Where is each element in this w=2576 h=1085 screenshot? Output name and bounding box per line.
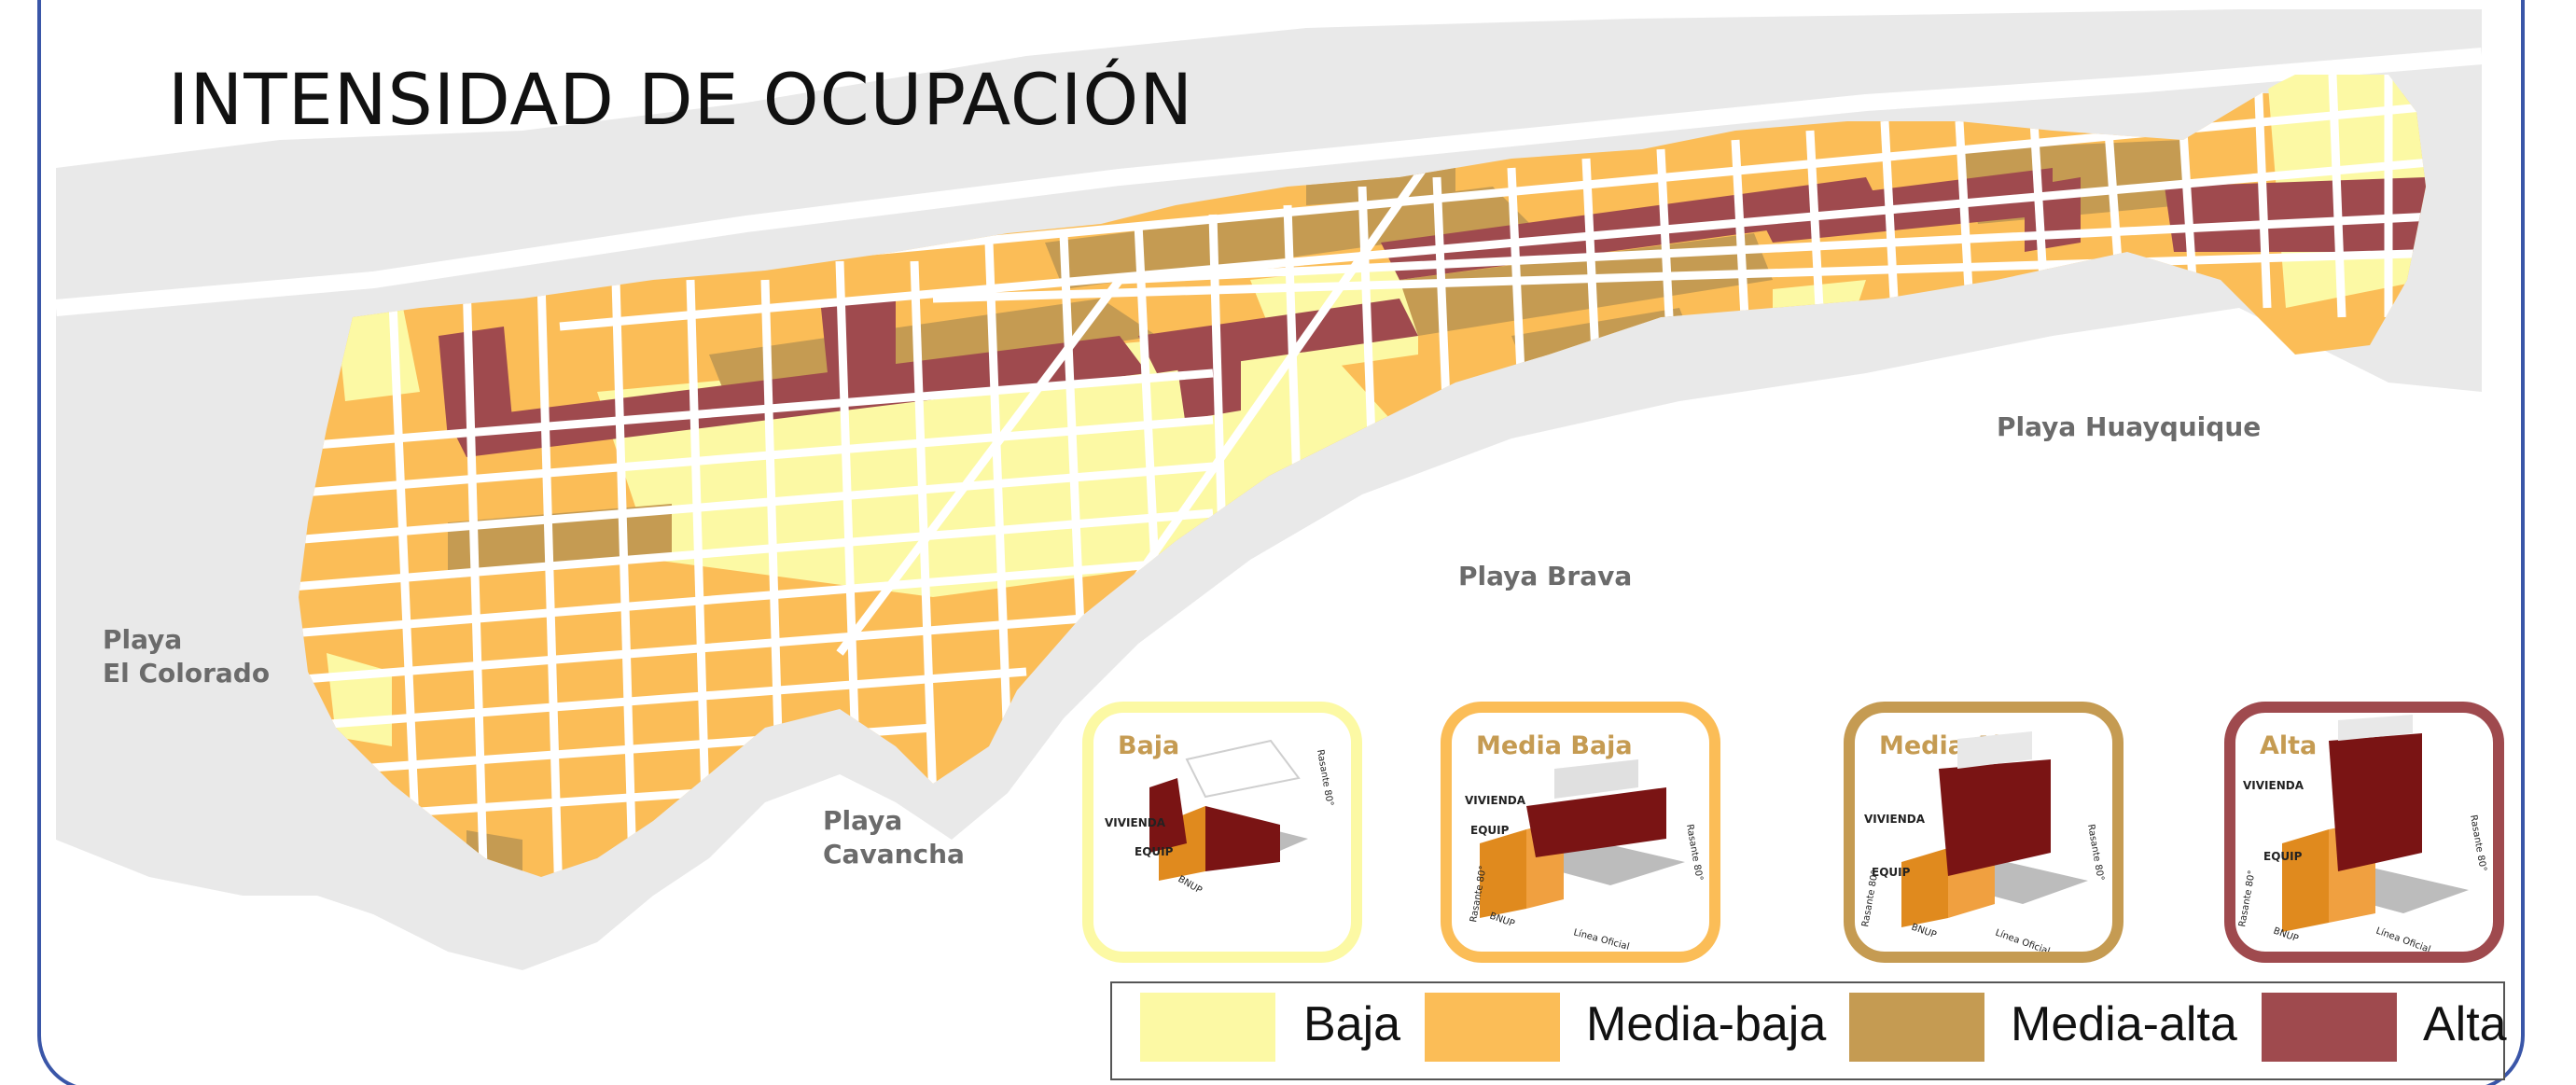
svg-text:VIVIENDA: VIVIENDA [1465,794,1526,807]
place-label-el-colorado: Playa El Colorado [103,624,271,689]
svg-text:Línea Oficial: Línea Oficial [1994,927,2052,952]
legend-swatch-media-alta [1849,993,1984,1062]
typology-card-baja: Baja VIVIENDA EQUIP BNUP Rasante 80° [1082,702,1362,963]
svg-text:BNUP: BNUP [1177,874,1204,896]
svg-text:Línea Oficial: Línea Oficial [1572,926,1631,952]
svg-text:Rasante 80°: Rasante 80° [2085,824,2106,882]
coastal-highway [55,48,2483,316]
legend-swatch-media-baja [1425,993,1560,1062]
svg-text:EQUIP: EQUIP [1135,845,1174,858]
legend-label-alta: Alta [2423,997,2507,1051]
place-label-huayquique: Playa Huayquique [1997,411,2262,442]
svg-text:Rasante 80°: Rasante 80° [2237,869,2258,927]
map-legend: Baja Media-baja Media-alta Alta [1110,981,2507,1080]
place-label-cavancha: Playa Cavancha [823,805,965,869]
building-diagram-baja: VIVIENDA EQUIP BNUP Rasante 80° [1105,739,1335,896]
svg-text:EQUIP: EQUIP [2263,850,2303,863]
legend-label-media-baja: Media-baja [1586,997,1827,1051]
typology-card-alta: Alta VIVIENDA EQUIP Rasante 80° BNUP Lín… [2224,702,2504,963]
typology-card-media-baja: Media Baja VIVIENDA EQUIP Rasante 80° BN… [1441,702,1720,963]
typology-label: Baja [1118,731,1180,760]
map-title: INTENSIDAD DE OCUPACIÓN [168,58,1194,141]
svg-text:Rasante 80°: Rasante 80° [1860,869,1881,927]
svg-text:Rasante 80°: Rasante 80° [1315,749,1335,807]
svg-text:BNUP: BNUP [1910,922,1938,940]
svg-text:Rasante 80°: Rasante 80° [2468,814,2488,872]
building-diagram-media-baja: VIVIENDA EQUIP Rasante 80° BNUP Línea Of… [1465,759,1705,952]
legend-swatch-alta [2262,993,2397,1062]
svg-text:VIVIENDA: VIVIENDA [2243,779,2304,792]
typology-card-media-alta: Media Alta VIVIENDA EQUIP Rasante 80° BN… [1844,702,2123,963]
svg-text:VIVIENDA: VIVIENDA [1864,813,1926,826]
svg-text:EQUIP: EQUIP [1872,866,1911,879]
svg-text:VIVIENDA: VIVIENDA [1105,816,1166,829]
legend-label-media-alta: Media-alta [2011,997,2237,1051]
building-diagram-alta: VIVIENDA EQUIP Rasante 80° BNUP Línea Of… [2237,715,2488,952]
svg-text:Rasante 80°: Rasante 80° [1684,824,1705,882]
building-diagram-media-alta: VIVIENDA EQUIP Rasante 80° BNUP Línea Of… [1860,731,2106,952]
place-label-brava: Playa Brava [1458,561,1633,591]
svg-text:BNUP: BNUP [1488,911,1516,929]
svg-text:EQUIP: EQUIP [1470,824,1510,837]
typology-label: Media Baja [1476,731,1633,760]
svg-text:Línea Oficial: Línea Oficial [2374,925,2432,952]
legend-swatch-baja [1140,993,1275,1062]
legend-label-baja: Baja [1303,997,1401,1051]
typology-label: Alta [2260,731,2318,760]
